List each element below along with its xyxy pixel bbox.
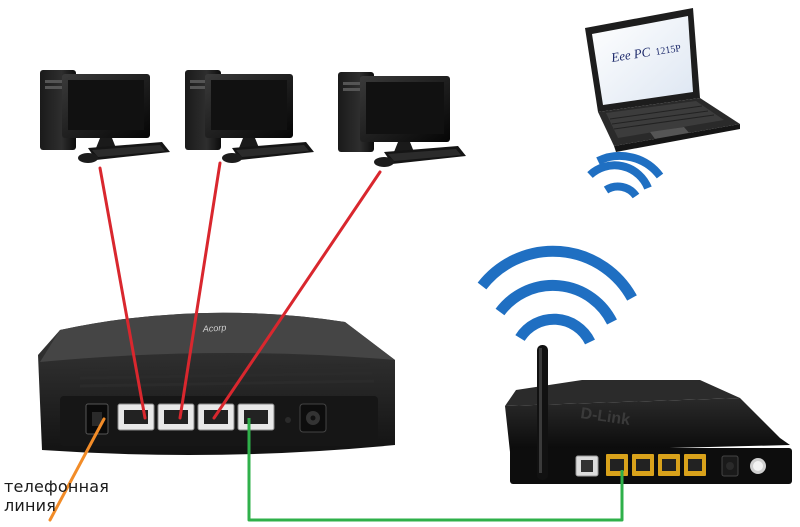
router-antenna: [537, 345, 548, 480]
lan-cable-2: [178, 161, 222, 420]
lan-cable-1: [98, 166, 147, 420]
uplink-cable: [247, 418, 624, 522]
router-brand-label: D-Link: [579, 405, 631, 429]
adsl-modem: Acorp: [38, 312, 395, 455]
lan-cable-3: [212, 170, 382, 420]
lan-cables: [98, 161, 382, 420]
phone-line-label: телефонная линия: [4, 477, 109, 515]
laptop-model-label: 1215P: [655, 43, 682, 58]
wifi-router: D-Link: [505, 345, 792, 484]
laptop: Eee PC 1215P: [585, 8, 740, 152]
phone-line-label-line2: линия: [4, 496, 57, 515]
desktop-computer-3: [338, 72, 466, 167]
modem-brand-label: Acorp: [201, 322, 226, 334]
phone-line-label-line1: телефонная: [4, 477, 110, 496]
desktop-computer-2: [185, 70, 314, 163]
phone-line-cable: [48, 417, 106, 522]
router-wifi-icon: [477, 245, 637, 345]
laptop-brand-label: Eee PC: [609, 44, 652, 65]
desktop-computer-1: [40, 70, 170, 163]
laptop-wifi-icon: [587, 151, 664, 199]
